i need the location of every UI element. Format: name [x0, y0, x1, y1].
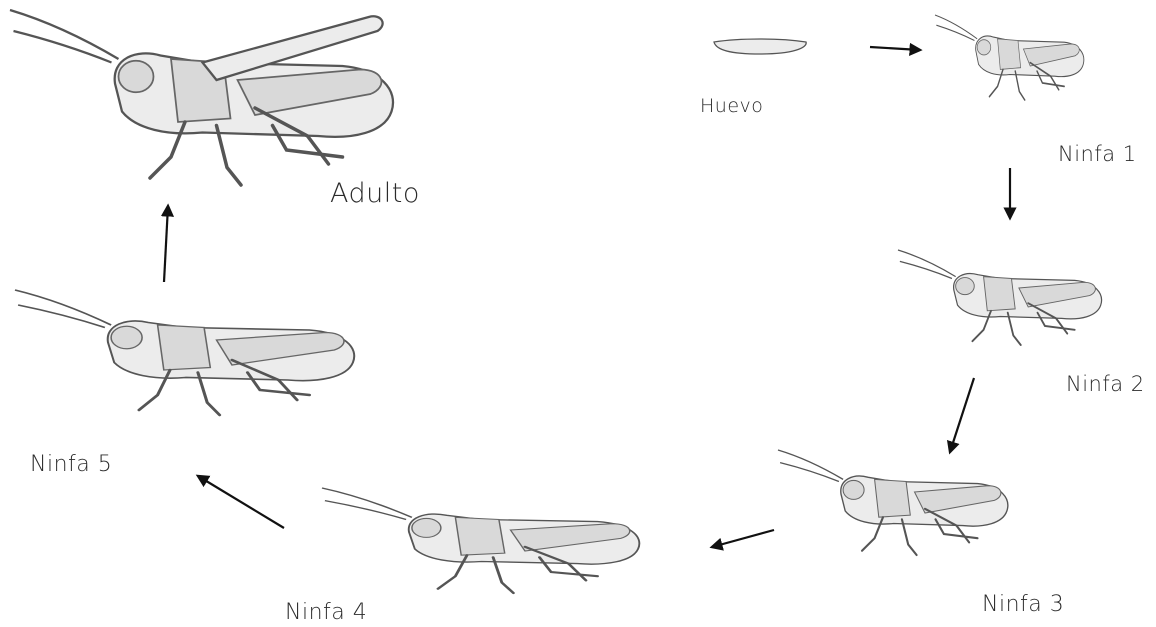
arrow-egg-to-nymph1 — [870, 47, 920, 50]
label-ninfa-1: Ninfa 1 — [1058, 142, 1137, 166]
nymph-2-image — [898, 250, 1102, 345]
arrow-nymph4-to-nymph5 — [198, 476, 284, 528]
arrow-nymph2-to-nymph3 — [950, 378, 974, 452]
nymph-3-image — [778, 450, 1008, 555]
nymph-4-image — [322, 488, 639, 593]
arrow-nymph3-to-nymph4 — [712, 530, 774, 547]
nymph-1-image — [935, 15, 1084, 100]
label-ninfa-3: Ninfa 3 — [982, 592, 1064, 617]
label-ninfa-4: Ninfa 4 — [285, 600, 367, 625]
nymph-5-image — [15, 290, 354, 415]
label-ninfa-5: Ninfa 5 — [30, 452, 112, 477]
label-adulto: Adulto — [330, 178, 420, 209]
label-ninfa-2: Ninfa 2 — [1066, 372, 1145, 396]
adult-grasshopper-image — [10, 10, 393, 185]
arrow-nymph5-to-adult — [164, 206, 168, 282]
label-huevo: Huevo — [700, 95, 763, 117]
egg-image — [714, 39, 806, 54]
